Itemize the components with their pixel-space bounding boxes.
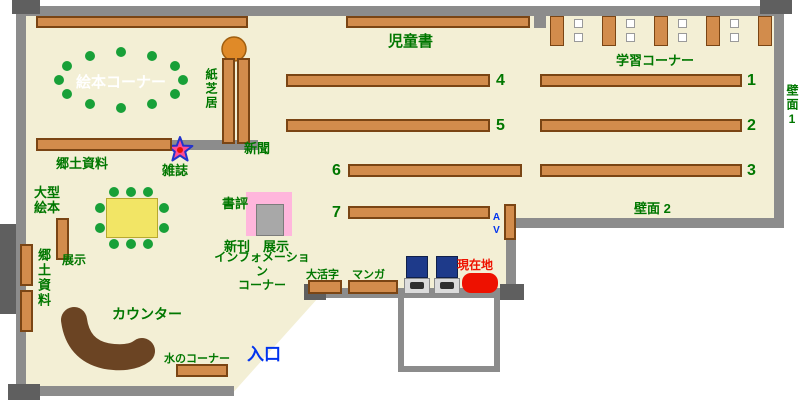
study-chair <box>574 19 583 28</box>
large-print-shelf <box>308 280 342 294</box>
label-large-print: 大活字 <box>306 269 339 281</box>
floor-area <box>16 6 784 396</box>
label-local-materials-top: 郷土資料 <box>56 156 109 171</box>
shelf-number-7: 7 <box>332 204 341 221</box>
shelf-number-2: 2 <box>747 117 756 134</box>
reading-table <box>106 198 158 238</box>
bookshelf-4 <box>286 74 490 87</box>
current-location-marker <box>462 273 498 293</box>
study-chair <box>678 19 687 28</box>
label-picture-book-corner: 絵本コーナー <box>75 74 166 91</box>
study-desk <box>550 16 564 46</box>
water-corner-shelf <box>176 364 228 377</box>
label-local-materials-left: 郷土資料 <box>36 248 51 308</box>
bookshelf-2 <box>540 119 742 132</box>
study-desk <box>602 16 616 46</box>
manga-shelf <box>348 280 398 294</box>
label-manga: マンガ <box>352 269 385 281</box>
opac-terminal-slot <box>440 282 454 289</box>
bookshelf-top-left <box>36 16 248 28</box>
bookshelf-3 <box>540 164 742 177</box>
study-chair <box>626 19 635 28</box>
av-shelf <box>504 204 516 240</box>
label-information-corner: インフォメーション コーナー <box>214 250 310 292</box>
local-materials-shelf-b <box>20 290 33 332</box>
exterior-structure <box>398 298 500 372</box>
study-chair <box>626 33 635 42</box>
counter-desk <box>61 307 155 371</box>
label-new-books-exhibit: 新刊 展示 <box>224 239 290 254</box>
label-counter: カウンター <box>112 306 182 322</box>
study-desk <box>706 16 720 46</box>
opac-terminal-screen <box>406 256 428 278</box>
label-wall-2: 壁面 2 <box>634 201 671 216</box>
label-exhibit-left: 展示 <box>62 253 87 267</box>
label-entrance: 入口 <box>247 345 281 364</box>
label-kamishibai: 紙芝居 <box>204 68 218 110</box>
kamishibai-shelf-a <box>222 58 235 144</box>
label-childrens-books: 児童書 <box>388 33 434 50</box>
bookshelf-top-center <box>346 16 530 28</box>
bookshelf-5 <box>286 119 490 132</box>
reading-table-chairs <box>95 187 169 249</box>
label-av: AV <box>491 212 502 238</box>
label-wall-1: 壁面1 <box>785 84 799 128</box>
shelf-number-1: 1 <box>747 72 756 89</box>
label-water-corner: 水のコーナー <box>164 353 230 365</box>
large-picture-book-shelf <box>56 218 69 260</box>
shelf-number-5: 5 <box>496 117 505 134</box>
local-materials-shelf-top <box>36 138 172 151</box>
exhibit-display <box>256 204 284 236</box>
shelf-number-4: 4 <box>496 72 505 89</box>
study-chair <box>730 33 739 42</box>
label-large-picture-books: 大型 絵本 <box>34 185 61 215</box>
label-study-corner: 学習コーナー <box>616 53 695 68</box>
shelf-number-6: 6 <box>332 162 341 179</box>
picture-book-seat-ring <box>54 47 188 113</box>
opac-terminal-screen <box>436 256 458 278</box>
bookshelf-7 <box>348 206 490 219</box>
label-newspaper: 新聞 <box>244 141 271 156</box>
study-desk <box>758 16 772 46</box>
shelf-number-3: 3 <box>747 162 756 179</box>
study-chair <box>730 19 739 28</box>
bookshelf-6 <box>348 164 522 177</box>
label-book-review: 書評 <box>222 196 249 211</box>
bookshelf-1 <box>540 74 742 87</box>
label-magazines: 雑誌 <box>162 163 189 178</box>
study-chair <box>678 33 687 42</box>
label-current-location: 現在地 <box>457 258 494 272</box>
opac-terminal-slot <box>410 282 424 289</box>
kamishibai-shelf-b <box>237 58 250 144</box>
study-desk <box>654 16 668 46</box>
local-materials-shelf-a <box>20 244 33 286</box>
study-chair <box>574 33 583 42</box>
